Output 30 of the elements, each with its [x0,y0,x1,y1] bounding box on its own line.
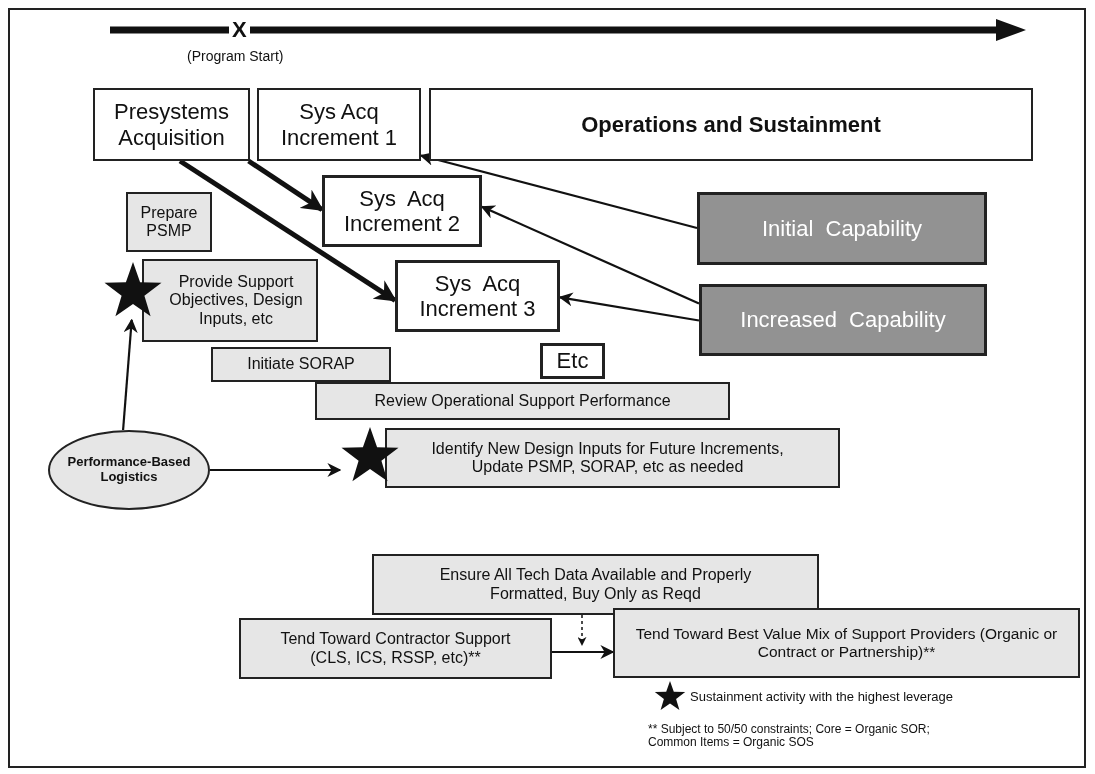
increment-box: Sys Acq Increment 3 [395,260,560,332]
capability-box: Initial Capability [697,192,987,265]
legend-label: Sustainment activity with the highest leverage [690,689,954,704]
phase-box: Operations and Sustainment [429,88,1033,161]
activity-box: Review Operational Support Performance [315,382,730,420]
arrow [178,158,397,303]
milestone-label: (Program Start) [187,48,284,64]
arrow [552,645,615,659]
arrow [577,614,587,646]
activity-box: Provide Support Objectives, Design Inputs, etc [142,259,318,342]
arrow [419,151,698,230]
arrow [210,463,342,477]
activity-box: Identify New Design Inputs for Future Increments, Update PSMP, SORAP, etc as needed [385,428,840,488]
activity-box: Tend Toward Contractor Support (CLS, ICS, RSSP, etc)** [239,618,552,679]
phase-box: Presystems Acquisition [93,88,250,161]
phase-box: Sys Acq Increment 1 [257,88,421,161]
activity-box: Prepare PSMP [126,192,212,252]
arrow [558,292,700,322]
activity-box: Ensure All Tech Data Available and Properly Formatted, Buy Only as Reqd [372,554,819,615]
start-marker: X [232,19,247,41]
approach-ellipse: Performance-Based Logistics [48,430,210,510]
footnote-text: ** Subject to 50/50 constraints; Core = Organic SOR; Common Items = Organic SOS [648,723,931,750]
increment-box: Sys Acq Increment 2 [322,175,482,247]
etc-box: Etc [540,343,605,379]
activity-box: Initiate SORAP [211,347,391,382]
capability-box: Increased Capability [699,284,987,356]
arrow [122,318,138,431]
activity-box: Tend Toward Best Value Mix of Support Providers (Organic or Contract or Partnership)** [613,608,1080,678]
arrow [247,158,324,212]
arrow [480,205,700,305]
